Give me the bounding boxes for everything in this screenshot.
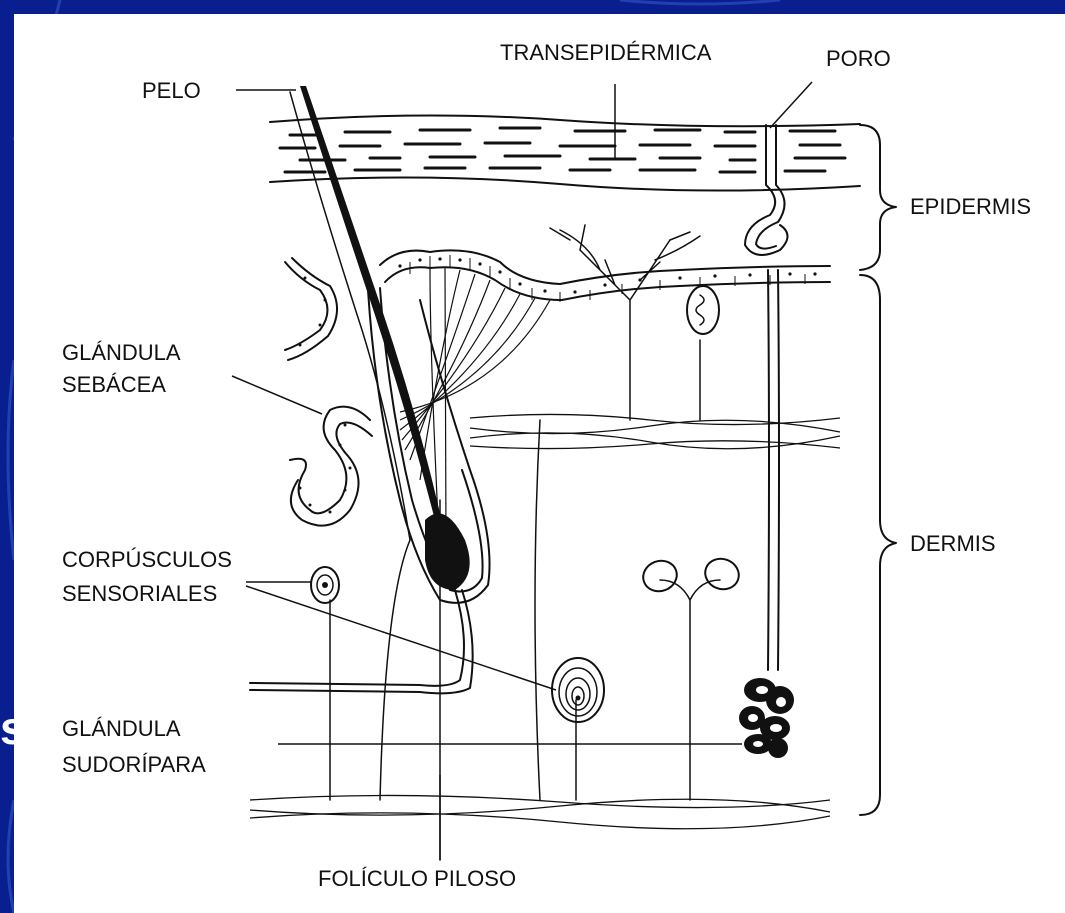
label-dermis: DERMIS bbox=[910, 531, 996, 556]
label-poro: PORO bbox=[826, 46, 891, 71]
diagram-labels: TRANSEPIDÉRMICA PORO PELO EPIDERMIS GLÁN… bbox=[62, 40, 1031, 891]
basement-membrane bbox=[380, 250, 830, 302]
brace-dermis bbox=[860, 275, 896, 815]
dermal-fiber-bands bbox=[250, 414, 840, 828]
label-glandula-sebacea-2: SEBÁCEA bbox=[62, 372, 166, 397]
nerve-fibers bbox=[330, 225, 720, 860]
label-epidermis: EPIDERMIS bbox=[910, 194, 1031, 219]
stray-slide-text: s bbox=[0, 698, 14, 758]
small-corpuscle bbox=[311, 567, 339, 603]
label-foliculo-piloso: FOLÍCULO PILOSO bbox=[318, 866, 516, 891]
brace-epidermis bbox=[860, 125, 896, 270]
figure-panel: TRANSEPIDÉRMICA PORO PELO EPIDERMIS GLÁN… bbox=[14, 14, 1065, 913]
label-glandula-sudoripara-2: SUDORÍPARA bbox=[62, 752, 206, 777]
label-glandula-sebacea-1: GLÁNDULA bbox=[62, 340, 181, 365]
label-pelo: PELO bbox=[142, 78, 201, 103]
skin-cross-section-diagram: TRANSEPIDÉRMICA PORO PELO EPIDERMIS GLÁN… bbox=[14, 14, 1065, 913]
bulb-corpuscles bbox=[639, 554, 743, 596]
label-transepidermica: TRANSEPIDÉRMICA bbox=[500, 40, 712, 65]
pacinian-corpuscle bbox=[552, 658, 604, 722]
label-corpusculos-1: CORPÚSCULOS bbox=[62, 547, 232, 572]
sebaceous-gland bbox=[285, 258, 372, 526]
label-glandula-sudoripara-1: GLÁNDULA bbox=[62, 716, 181, 741]
label-corpusculos-2: SENSORIALES bbox=[62, 581, 217, 606]
leader-lines bbox=[232, 82, 812, 860]
meissner-corpuscle bbox=[687, 286, 719, 334]
